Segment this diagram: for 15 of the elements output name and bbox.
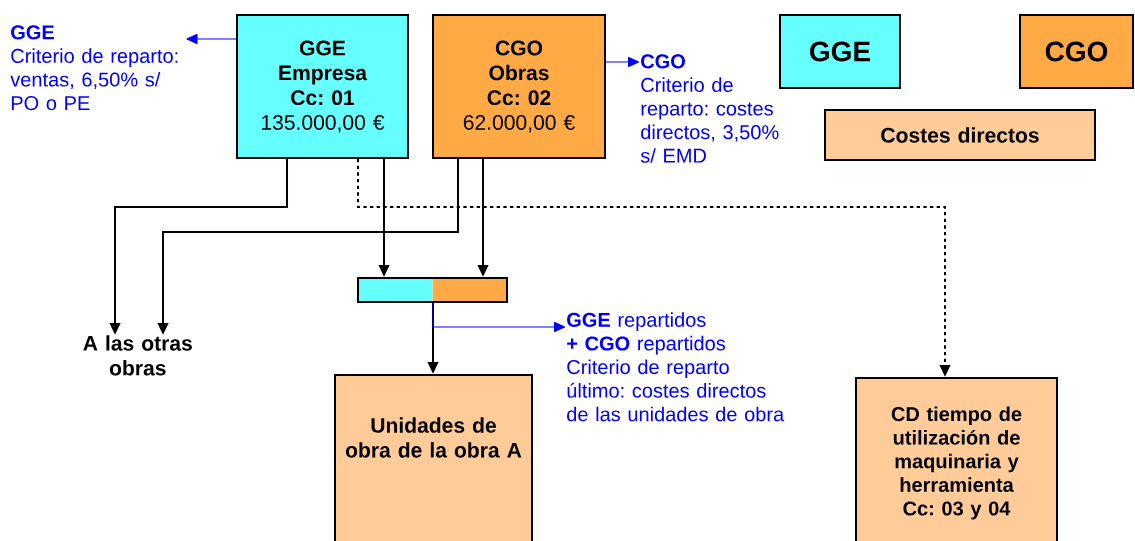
arrow	[186, 33, 237, 45]
key-box: Costes directos	[824, 109, 1096, 161]
key-box: CGO	[1019, 14, 1134, 89]
split-bar	[357, 277, 508, 303]
note-text: GGE Criterio de reparto: ventas, 6,50% s/ PO o PE	[10, 25, 178, 111]
destination-text: A las otras obras	[83, 335, 192, 376]
arrow	[605, 56, 640, 68]
machinery-cost-box: CD tiempo de utilización de maquinaria y herramienta Cc: 03 y 04	[855, 377, 1058, 541]
work-units-box: Unidades de obra de la obra A	[334, 374, 533, 541]
arrow	[432, 302, 566, 333]
note-text: GGE repartidos + CGO repartidos Criterio de reparto último: costes directos de las unidades de obra	[567, 312, 785, 422]
cost-center-box: GGE Empresa Cc: 01 135.000,00 €	[236, 14, 409, 159]
note-text: CGO Criterio de reparto: costes directos, 3,50% s/ EMD	[640, 54, 779, 163]
cost-center-box: CGO Obras Cc: 02 62.000,00 €	[432, 14, 606, 159]
key-box: GGE	[779, 14, 901, 89]
